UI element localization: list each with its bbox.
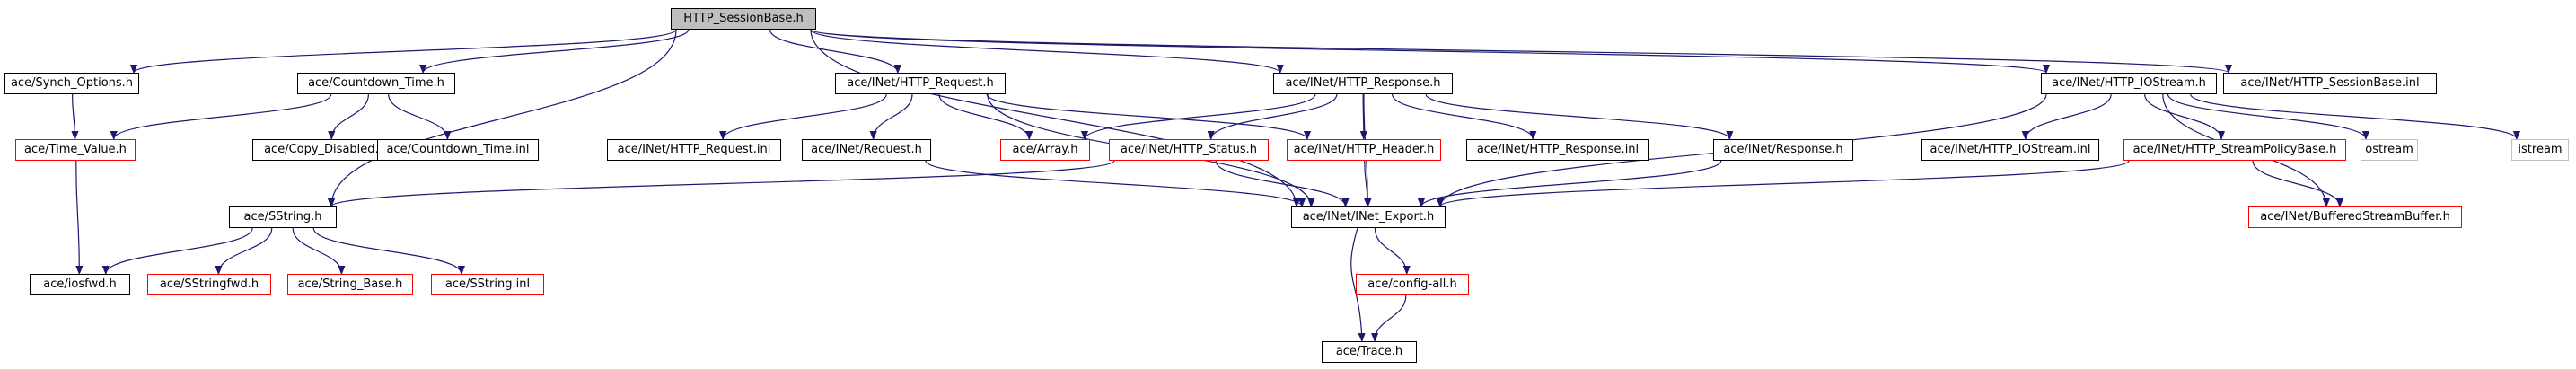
node-countdown-inl[interactable]: ace/Countdown_Time.inl: [377, 139, 539, 161]
edge-countdown_time-to-time_value: [114, 93, 332, 140]
node-session-inl[interactable]: ace/INet/HTTP_SessionBase.inl: [2223, 73, 2437, 94]
edge-countdown_time-to-copy_disabled: [331, 93, 370, 140]
node-istream[interactable]: istream: [2511, 139, 2569, 161]
edge-root-to-http_iostream: [810, 29, 2046, 74]
node-inet-response[interactable]: ace/INet/Response.h: [1713, 139, 1853, 161]
edge-http_request-to-inet_request: [874, 93, 913, 140]
node-time-value[interactable]: ace/Time_Value.h: [15, 139, 136, 161]
node-config-all[interactable]: ace/config-all.h: [1356, 274, 1469, 295]
edge-inet_response-to-inet_export: [1421, 160, 1722, 207]
edge-stream_policy-to-inet_export: [1440, 160, 2130, 207]
edge-http_response-to-array: [1085, 93, 1316, 140]
node-http-status[interactable]: ace/INet/HTTP_Status.h: [1109, 139, 1269, 161]
edge-sstring-to-iosfwd: [106, 227, 253, 275]
edge-inet_export-to-trace: [1350, 227, 1362, 341]
edge-root-to-http_request: [769, 29, 898, 74]
node-sstring[interactable]: ace/SString.h: [229, 206, 337, 228]
edge-root-to-session_inl: [810, 29, 2229, 74]
node-array[interactable]: ace/Array.h: [1000, 139, 1090, 161]
node-countdown-time[interactable]: ace/Countdown_Time.h: [297, 73, 455, 94]
node-iostream-inl[interactable]: ace/INet/HTTP_IOStream.inl: [1921, 139, 2099, 161]
edge-http_status-to-sstring: [331, 160, 1115, 207]
edge-sstring-to-sstring_inl: [312, 227, 462, 275]
edge-http_response-to-inet_response: [1425, 93, 1729, 140]
edge-http_response-to-http_status: [1211, 93, 1338, 140]
node-string-base[interactable]: ace/String_Base.h: [287, 274, 413, 295]
edge-sstring-to-string_base: [292, 227, 341, 275]
node-synch-options[interactable]: ace/Synch_Options.h: [4, 73, 139, 94]
edge-http_status-to-inet_export: [1215, 160, 1346, 207]
edge-root-to-countdown_time: [423, 29, 690, 74]
edge-http_iostream-to-ostream: [2167, 93, 2367, 140]
edge-http_response-to-response_inl: [1391, 93, 1534, 140]
node-copy-disabled[interactable]: ace/Copy_Disabled.h: [252, 139, 398, 161]
node-stream-policy[interactable]: ace/INet/HTTP_StreamPolicyBase.h: [2123, 139, 2346, 161]
node-ostream[interactable]: ostream: [2361, 139, 2418, 161]
node-http-response[interactable]: ace/INet/HTTP_Response.h: [1273, 73, 1453, 94]
edge-http_request-to-http_header: [986, 93, 1307, 140]
edge-http_header-to-inet_export: [1365, 160, 1368, 206]
node-http-iostream[interactable]: ace/INet/HTTP_IOStream.h: [2041, 73, 2217, 94]
edge-countdown_time-to-countdown_inl: [388, 93, 448, 140]
edge-inet_request-to-inet_export: [925, 160, 1302, 207]
edge-inet_export-to-config_all: [1374, 227, 1406, 275]
node-response-inl[interactable]: ace/INet/HTTP_Response.inl: [1466, 139, 1649, 161]
edge-http_iostream-to-stream_policy: [2144, 93, 2221, 140]
edge-synch_options-to-time_value: [73, 93, 75, 139]
node-http-request[interactable]: ace/INet/HTTP_Request.h: [835, 73, 1006, 94]
node-sstringfwd[interactable]: ace/SStringfwd.h: [147, 274, 271, 295]
edge-http_request-to-array: [938, 93, 1029, 140]
edge-sstring-to-sstringfwd: [218, 227, 273, 275]
edge-http_iostream-to-istream: [2190, 93, 2517, 140]
node-http-header[interactable]: ace/INet/HTTP_Header.h: [1287, 139, 1441, 161]
edge-http_response-to-http_header: [1363, 93, 1364, 139]
edge-root-to-sstring: [331, 29, 677, 206]
node-inet-request[interactable]: ace/INet/Request.h: [802, 139, 931, 161]
edge-stream_policy-to-buffered: [2252, 160, 2340, 207]
node-sstring-inl[interactable]: ace/SString.inl: [431, 274, 544, 295]
edge-root-to-synch_options: [134, 29, 677, 74]
edge-time_value-to-iosfwd: [76, 160, 80, 274]
edge-root-to-http_response: [810, 29, 1280, 74]
node-iosfwd[interactable]: ace/iosfwd.h: [30, 274, 130, 295]
node-buffered[interactable]: ace/INet/BufferedStreamBuffer.h: [2248, 206, 2462, 228]
edge-http_request-to-request_inl: [723, 93, 887, 140]
node-root[interactable]: HTTP_SessionBase.h: [671, 8, 816, 30]
node-trace[interactable]: ace/Trace.h: [1322, 341, 1417, 363]
edge-config_all-to-trace: [1375, 294, 1407, 342]
node-request-inl[interactable]: ace/INet/HTTP_Request.inl: [607, 139, 781, 161]
edge-root-to-inet_export: [810, 29, 1297, 206]
edge-http_iostream-to-iostream_inl: [2026, 93, 2112, 140]
node-inet-export[interactable]: ace/INet/INet_Export.h: [1291, 206, 1446, 228]
